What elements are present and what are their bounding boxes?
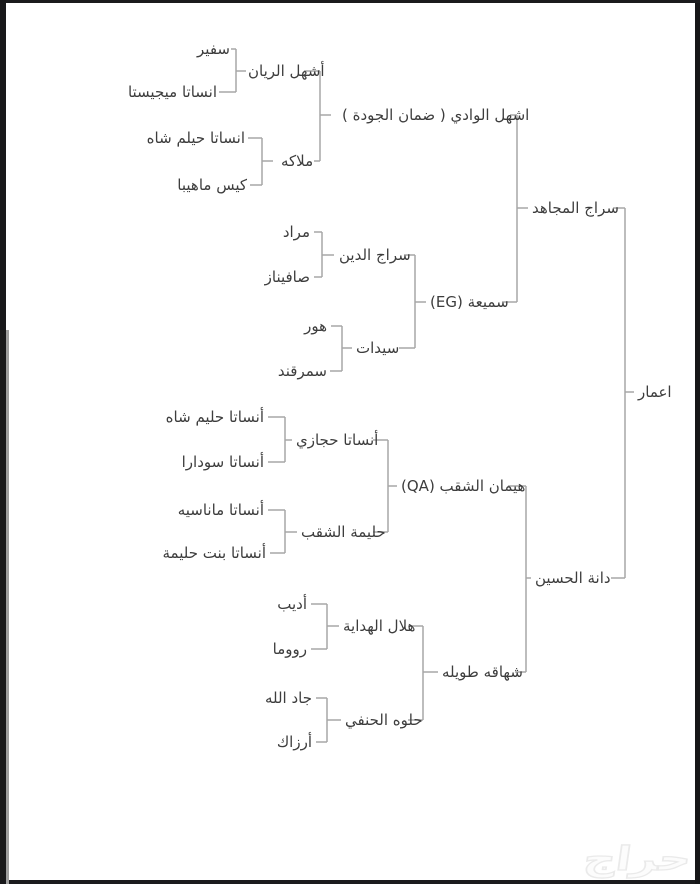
node-shahaqa-tawila: شهاقه طويله [442, 663, 523, 681]
bracket-hur-samarqand [330, 325, 352, 372]
node-helwa-alhanafi: حلوه الحنفي [345, 711, 423, 729]
node-samarqand: سمرقند [277, 362, 327, 380]
node-kais-mahiba: كيس ماهيبا [177, 176, 247, 194]
node-ansata-sudara: أنساتا سودارا [181, 453, 264, 471]
node-arzak: أرزاك [276, 733, 312, 751]
node-ansata-hejazi: أنساتا حجازي [296, 431, 379, 449]
node-malakah: ملاكه [281, 152, 314, 170]
node-hur: هور [304, 317, 327, 335]
node-ashhal-alwadi: اشهل الوادي ( ضمان الجودة ) [342, 106, 530, 124]
node-samia-eg: سميعة (EG) [430, 293, 509, 311]
bracket-manasiah-binthalima [268, 509, 297, 554]
node-safeer: سفير [197, 40, 230, 58]
bracket-hejazi-halima [373, 439, 397, 533]
bracket-heman-shahaqa [508, 485, 531, 673]
bracket-murad-safinaz [314, 231, 334, 278]
photo-border-left-gray [6, 330, 9, 884]
node-siraj-almujahid: سراج المجاهد [532, 199, 619, 217]
node-ashhal-alrayyan: أشهل الريان [248, 62, 325, 80]
node-ansata-hilam-shah: انساتا حيلم شاه [146, 129, 245, 147]
node-ansata-bint-halima: أنساتا بنت حليمة [162, 544, 266, 562]
bracket-adeeb-rooma [311, 603, 339, 650]
node-jad-allah: جاد الله [264, 689, 312, 707]
node-hilal-alhidaya: هلال الهداية [343, 617, 416, 635]
bracket-mujahid-dana [611, 207, 634, 579]
photo-border-bottom [0, 880, 700, 884]
bracket-rayyan-malakah [304, 70, 331, 162]
photo-border-right [695, 3, 700, 884]
node-ansata-magista: انساتا ميجيستا [127, 83, 217, 101]
node-siraj-aldin: سراج الدين [339, 246, 411, 264]
node-halima-alshaqab: حليمة الشقب [301, 523, 386, 541]
bracket-jadallah-arzak [316, 697, 341, 743]
node-dana-alhussain: دانة الحسين [535, 569, 611, 587]
bracket-alwadi-samia [502, 114, 528, 303]
node-sayedat: سيدات [356, 339, 400, 357]
bracket-halimshah-sudara [268, 416, 292, 463]
node-heman-alshaqab: هيمان الشقب (QA) [401, 477, 526, 495]
bracket-hilal-helwa [408, 625, 438, 721]
node-adeeb: أديب [277, 595, 307, 613]
node-rooma: رووما [272, 640, 307, 658]
node-amaar: اعمار [638, 383, 672, 401]
node-ansata-halim-shah: أنساتا حليم شاه [165, 408, 264, 426]
photo-border-left [0, 0, 6, 884]
bracket-safeer-magista [219, 48, 246, 93]
haraj-watermark: حراج [580, 838, 694, 879]
bracket-sirajaldin-sayedat [399, 254, 426, 349]
photo-border-top [0, 0, 700, 3]
node-ansata-manasiah: أنساتا ماناسيه [177, 501, 264, 519]
node-safinaz: صافيناز [264, 268, 310, 286]
node-murad: مراد [282, 223, 310, 241]
bracket-hilamshah-kais [248, 137, 273, 186]
